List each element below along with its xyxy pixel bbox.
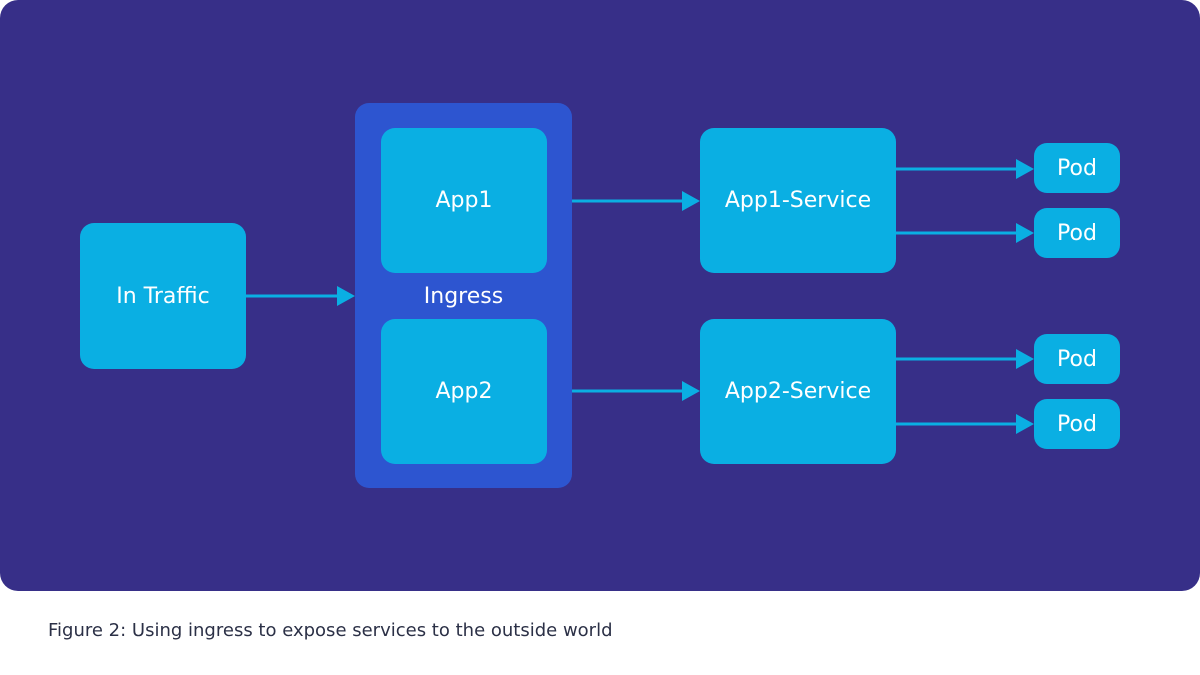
ingress-label: Ingress xyxy=(423,283,504,309)
arrow-app2-to-app2-service xyxy=(572,381,700,401)
app2-service-node: App2-Service xyxy=(700,319,896,464)
arrow-app1-to-app1-service xyxy=(572,191,700,211)
arrow-traffic-to-ingress xyxy=(246,286,355,306)
pod-node: Pod xyxy=(1034,399,1120,449)
arrow-app1-service-to-pod-2 xyxy=(896,223,1034,243)
figure-caption: Figure 2: Using ingress to expose servic… xyxy=(48,620,613,641)
pod-node: Pod xyxy=(1034,208,1120,258)
pod-node: Pod xyxy=(1034,334,1120,384)
app2-node: App2 xyxy=(381,319,547,464)
app1-node: App1 xyxy=(381,128,547,273)
connector-layer xyxy=(246,159,1034,434)
arrow-app2-service-to-pod-4 xyxy=(896,414,1034,434)
pod-node: Pod xyxy=(1034,143,1120,193)
app1-service-node: App1-Service xyxy=(700,128,896,273)
in-traffic-node: In Traffic xyxy=(80,223,246,369)
arrow-app1-service-to-pod-1 xyxy=(896,159,1034,179)
diagram-panel: Ingress In Traffic App1 App2 App1-Servic… xyxy=(0,0,1200,591)
arrow-app2-service-to-pod-3 xyxy=(896,349,1034,369)
